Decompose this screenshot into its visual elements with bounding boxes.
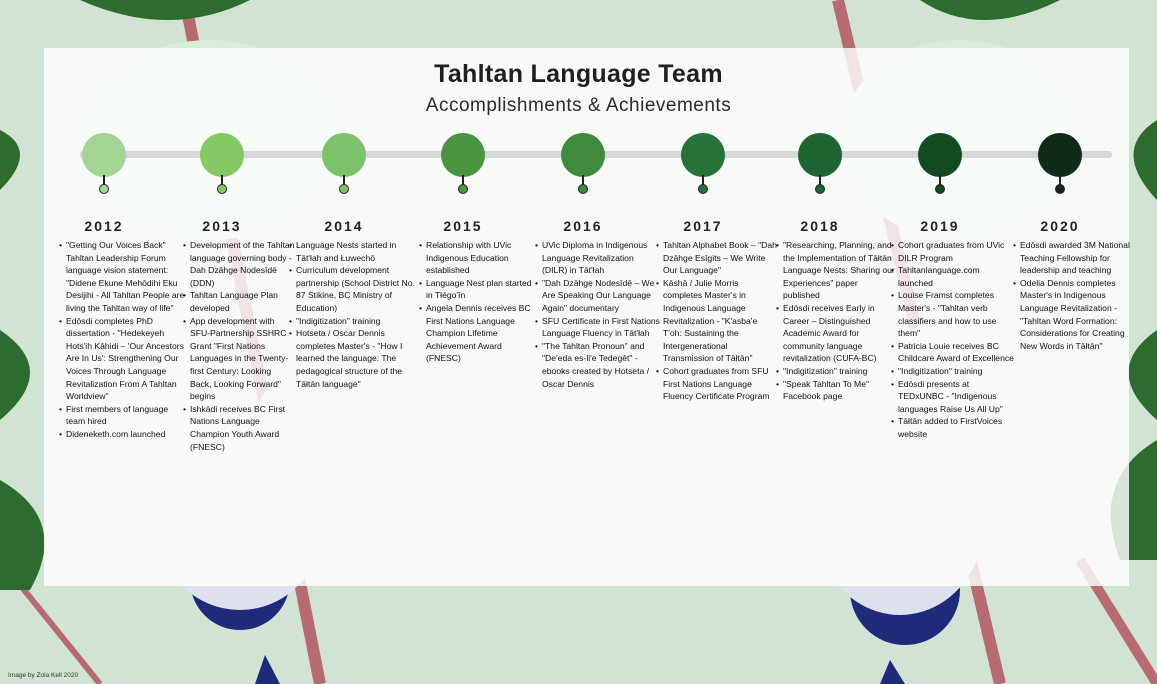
timeline-node-2019 bbox=[918, 133, 962, 195]
accomplishment-item: UVic Diploma in Indigenous Language Revi… bbox=[535, 239, 660, 277]
timeline-circle bbox=[322, 133, 366, 177]
accomplishment-item: Edōsdi completes PhD dissertation - "Hed… bbox=[59, 315, 186, 403]
timeline-stem bbox=[939, 175, 941, 187]
timeline-circle bbox=[1038, 133, 1082, 177]
timeline-node-2016 bbox=[561, 133, 605, 195]
year-label-2017: 2017 bbox=[683, 218, 723, 234]
year-label-2014: 2014 bbox=[324, 218, 364, 234]
accomplishment-item: Edōsdi awarded 3M National Teaching Fell… bbox=[1013, 239, 1132, 277]
accomplishment-item: SFU Certificate in First Nations Languag… bbox=[535, 315, 660, 340]
timeline-dot bbox=[935, 184, 945, 194]
accomplishments-list-2016: UVic Diploma in Indigenous Language Revi… bbox=[534, 239, 660, 390]
timeline-stem bbox=[1059, 175, 1061, 187]
timeline-dot bbox=[1055, 184, 1065, 194]
timeline-node-2017 bbox=[681, 133, 725, 195]
accomplishments-list-2012: "Getting Our Voices Back" Tahltan Leader… bbox=[58, 239, 186, 441]
timeline-stem bbox=[702, 175, 704, 187]
timeline-circle bbox=[82, 133, 126, 177]
timeline-dot bbox=[815, 184, 825, 194]
accomplishment-item: "Indigitization" training bbox=[776, 365, 895, 378]
accomplishment-item: Development of the Tahltan language gove… bbox=[183, 239, 295, 289]
timeline-circle bbox=[798, 133, 842, 177]
accomplishment-item: Cohort graduates from UVic DILR Program bbox=[891, 239, 1016, 264]
accomplishment-item: Language Nest plan started in Tłēgo'īn bbox=[419, 277, 538, 302]
accomplishment-item: "Dah Dzāhge Nodesīdē – We Are Speaking O… bbox=[535, 277, 660, 315]
timeline-stem bbox=[582, 175, 584, 187]
accomplishment-item: Tahltan Alphabet Book – "Dah Dzāhge Esīg… bbox=[656, 239, 778, 277]
image-credit: Image by Zola Kell 2020 bbox=[8, 672, 79, 679]
accomplishment-item: "Speak Tahltan To Me" Facebook page bbox=[776, 378, 895, 403]
year-label-2013: 2013 bbox=[202, 218, 242, 234]
accomplishment-item: App development with SFU-Partnership SSH… bbox=[183, 315, 295, 403]
accomplishment-item: Relationship with UVic Indigenous Educat… bbox=[419, 239, 538, 277]
accomplishments-list-2019: Cohort graduates from UVic DILR ProgramT… bbox=[890, 239, 1016, 441]
timeline-node-2018 bbox=[798, 133, 842, 195]
year-label-2019: 2019 bbox=[920, 218, 960, 234]
accomplishment-item: Patricia Louie receives BC Childcare Awa… bbox=[891, 340, 1016, 365]
accomplishment-item: "The Tahltan Pronoun" and "De'eda es-li'… bbox=[535, 340, 660, 390]
accomplishment-item: First members of language team hired bbox=[59, 403, 186, 428]
accomplishment-item: Edōsdi receives Early in Career – Distin… bbox=[776, 302, 895, 365]
accomplishments-list-2015: Relationship with UVic Indigenous Educat… bbox=[418, 239, 538, 365]
accomplishment-item: "Indigitization" training bbox=[289, 315, 424, 328]
page-title: Tahltan Language Team bbox=[434, 60, 723, 88]
accomplishment-item: Odelia Dennis completes Master's in Indi… bbox=[1013, 277, 1132, 353]
timeline-dot bbox=[698, 184, 708, 194]
timeline-node-2012 bbox=[82, 133, 126, 195]
timeline-dot bbox=[99, 184, 109, 194]
accomplishment-item: Dideneketh.com launched bbox=[59, 428, 186, 441]
timeline-circle bbox=[681, 133, 725, 177]
timeline-dot bbox=[458, 184, 468, 194]
accomplishment-item: Language Nests started in Tāt'łah and Łu… bbox=[289, 239, 424, 264]
timeline-node-2015 bbox=[441, 133, 485, 195]
accomplishment-item: "Indigitization" training bbox=[891, 365, 1016, 378]
accomplishment-item: Kāshā / Julie Morris completes Master's … bbox=[656, 277, 778, 365]
timeline-stem bbox=[462, 175, 464, 187]
accomplishments-list-2020: Edōsdi awarded 3M National Teaching Fell… bbox=[1012, 239, 1132, 352]
accomplishment-item: "Getting Our Voices Back" Tahltan Leader… bbox=[59, 239, 186, 315]
accomplishment-item: Angela Dennis receives BC First Nations … bbox=[419, 302, 538, 365]
year-label-2016: 2016 bbox=[563, 218, 603, 234]
accomplishment-item: Curriculum development partnership (Scho… bbox=[289, 264, 424, 314]
accomplishment-item: Tāłtān added to FirstVoices website bbox=[891, 415, 1016, 440]
timeline-circle bbox=[561, 133, 605, 177]
year-label-2015: 2015 bbox=[443, 218, 483, 234]
timeline-stem bbox=[221, 175, 223, 187]
timeline-circle bbox=[918, 133, 962, 177]
accomplishments-list-2017: Tahltan Alphabet Book – "Dah Dzāhge Esīg… bbox=[655, 239, 778, 403]
accomplishment-item: Ishkādi receives BC First Nations Langua… bbox=[183, 403, 295, 453]
accomplishments-list-2014: Language Nests started in Tāt'łah and Łu… bbox=[288, 239, 424, 390]
timeline-stem bbox=[343, 175, 345, 187]
year-label-2020: 2020 bbox=[1040, 218, 1080, 234]
timeline-circle bbox=[200, 133, 244, 177]
timeline-node-2014 bbox=[322, 133, 366, 195]
timeline-node-2013 bbox=[200, 133, 244, 195]
year-label-2012: 2012 bbox=[84, 218, 124, 234]
accomplishment-item: Tahltanlanguage.com launched bbox=[891, 264, 1016, 289]
timeline-node-2020 bbox=[1038, 133, 1082, 195]
accomplishments-list-2013: Development of the Tahltan language gove… bbox=[182, 239, 295, 453]
accomplishment-item: Cohort graduates from SFU First Nations … bbox=[656, 365, 778, 403]
year-label-2018: 2018 bbox=[800, 218, 840, 234]
timeline-stem bbox=[103, 175, 105, 187]
accomplishment-item: Edōsdi presents at TEDxUNBC - "Indigenou… bbox=[891, 378, 1016, 416]
page-subtitle: Accomplishments & Achievements bbox=[425, 95, 732, 116]
accomplishment-item: Louise Framst completes Master's - "Tahl… bbox=[891, 289, 1016, 339]
timeline-dot bbox=[339, 184, 349, 194]
accomplishment-item: Hotseta / Oscar Dennis completes Master'… bbox=[289, 327, 424, 390]
timeline-dot bbox=[217, 184, 227, 194]
accomplishment-item: "Researching, Planning, and the Implemen… bbox=[776, 239, 895, 302]
timeline-dot bbox=[578, 184, 588, 194]
timeline-stem bbox=[819, 175, 821, 187]
accomplishment-item: Tahltan Language Plan developed bbox=[183, 289, 295, 314]
accomplishments-list-2018: "Researching, Planning, and the Implemen… bbox=[775, 239, 895, 403]
timeline-circle bbox=[441, 133, 485, 177]
